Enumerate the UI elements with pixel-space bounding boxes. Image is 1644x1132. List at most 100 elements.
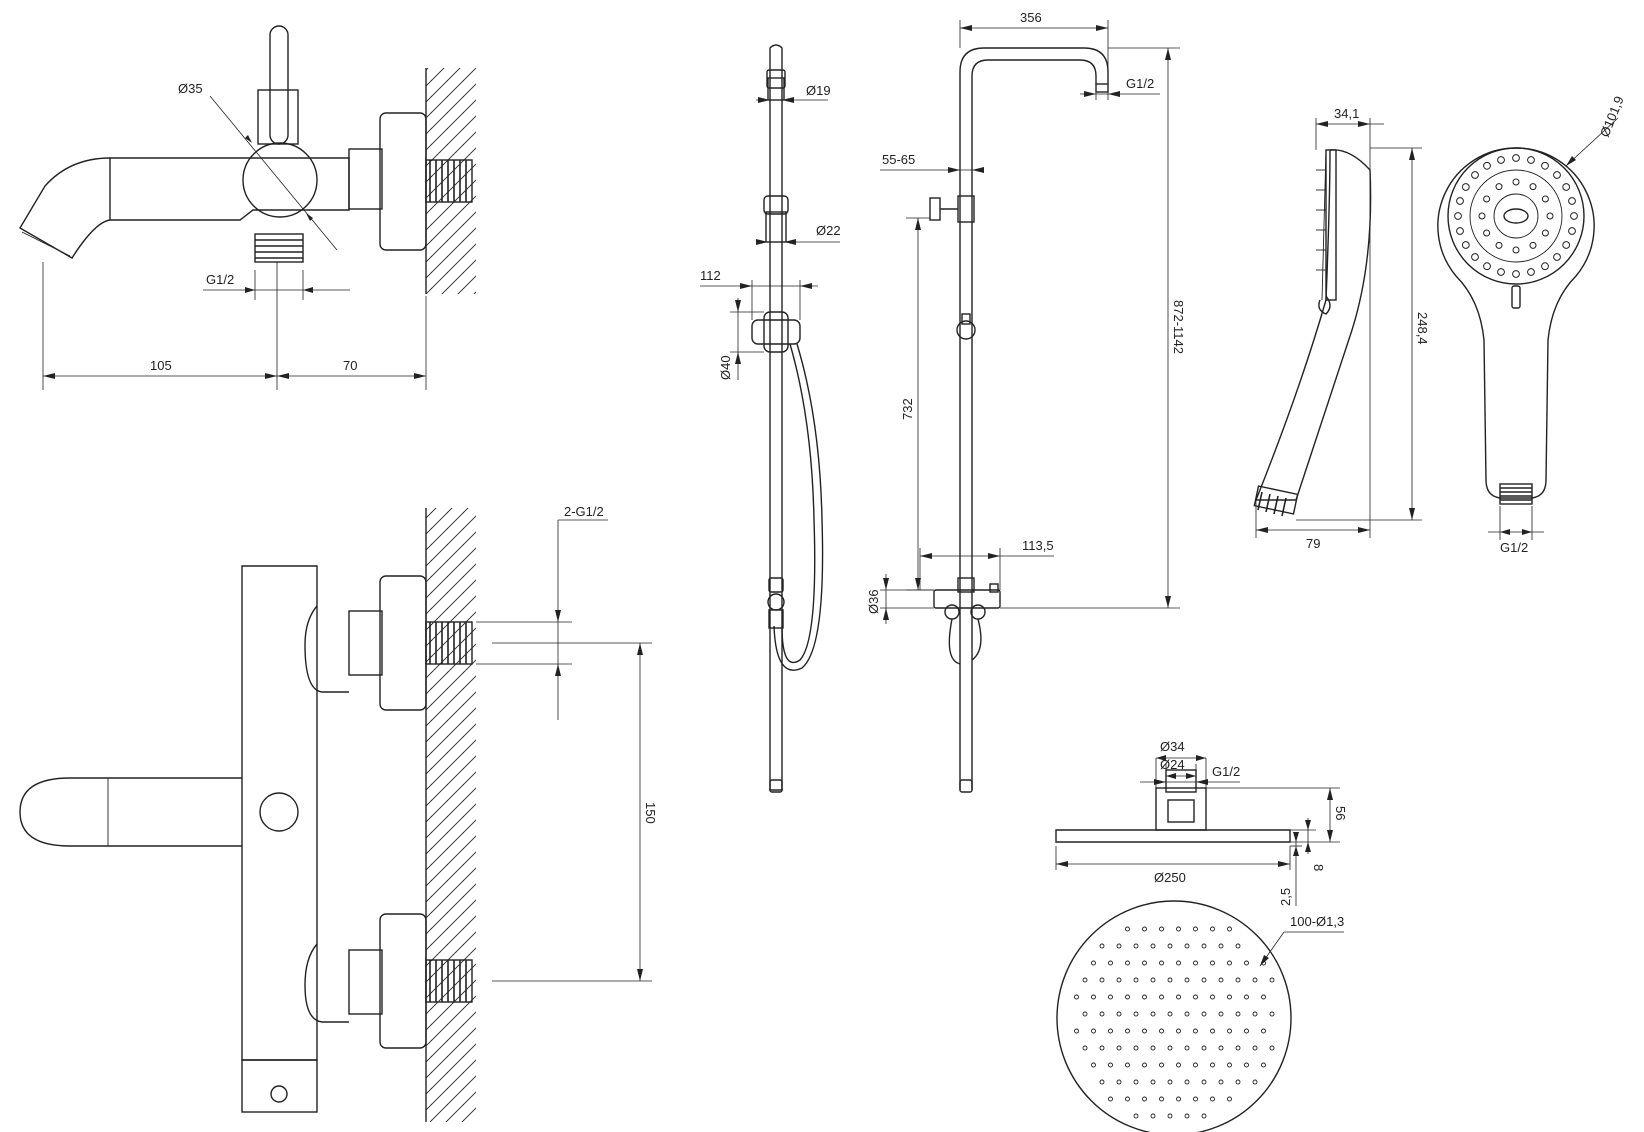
nozzle (1252, 977, 1258, 983)
nozzle (1252, 1045, 1258, 1051)
nozzle (1568, 197, 1576, 205)
nozzle (1512, 154, 1520, 162)
nozzle (1252, 1079, 1258, 1085)
nozzle (1133, 1045, 1139, 1051)
nozzle (1159, 994, 1164, 1000)
nozzle (1108, 1062, 1113, 1068)
nozzle (1461, 241, 1470, 249)
shower-rail: Ø19 Ø22 112 Ø40 (700, 44, 841, 793)
nozzle (1193, 1096, 1198, 1102)
nozzle (1167, 1011, 1173, 1017)
nozzle (1244, 960, 1249, 966)
dim-width: 79 (1306, 536, 1320, 551)
nozzle (1512, 246, 1520, 254)
overhead-nozzles (1074, 926, 1275, 1119)
nozzle (1142, 1028, 1147, 1034)
dim-rim: 2,5 (1278, 888, 1293, 906)
nozzle (1150, 943, 1156, 949)
overhead-shower: Ø34 Ø24 G1/2 56 8 2,5 (1055, 739, 1348, 1132)
nozzle (1099, 943, 1105, 949)
nozzle (1176, 960, 1181, 966)
nozzle (1167, 943, 1173, 949)
nozzle (1227, 1028, 1232, 1034)
dim-length: 248,4 (1415, 312, 1430, 345)
nozzle (1483, 229, 1491, 237)
nozzle (1227, 1062, 1232, 1068)
nozzle (1167, 1079, 1173, 1085)
nozzle (1116, 943, 1122, 949)
nozzle (1529, 241, 1537, 249)
nozzle (1512, 270, 1520, 278)
nozzle (1116, 977, 1122, 983)
nozzle (1159, 1096, 1164, 1102)
nozzle (1227, 926, 1232, 932)
hand-shower-nozzles (1454, 154, 1578, 278)
nozzle (1159, 1028, 1164, 1034)
nozzle (1193, 1028, 1198, 1034)
dim-head-diameter: Ø101,9 (1597, 94, 1627, 139)
dim-inlets: 2-G1/2 (564, 504, 604, 519)
nozzle (1193, 926, 1198, 932)
nozzle (1201, 943, 1207, 949)
nozzle (1074, 1028, 1079, 1034)
nozzle (1527, 156, 1535, 164)
nozzle (1150, 1113, 1156, 1119)
nozzle (1099, 977, 1105, 983)
nozzle (1176, 994, 1181, 1000)
dim-overhead-height: 56 (1333, 806, 1348, 820)
dim-holder-diameter: Ø40 (718, 355, 733, 380)
dim-connector-inner: Ø24 (1160, 757, 1185, 772)
nozzle (1125, 1062, 1130, 1068)
nozzle (1125, 1028, 1130, 1034)
nozzle (1562, 183, 1571, 191)
nozzle (1269, 1045, 1275, 1051)
nozzle (1456, 227, 1464, 235)
nozzle (1201, 977, 1207, 983)
dim-mixer-width: 113,5 (1022, 538, 1054, 553)
dim-bracket-offset: 55-65 (882, 152, 915, 167)
nozzle (1483, 161, 1491, 170)
nozzle (1099, 1011, 1105, 1017)
nozzle (1201, 1045, 1207, 1051)
nozzle (1099, 1079, 1105, 1085)
nozzle (1176, 1028, 1181, 1034)
nozzle (1150, 1011, 1156, 1017)
nozzle (1150, 1045, 1156, 1051)
dim-head-thread: G1/2 (1126, 76, 1154, 91)
nozzle (1218, 1011, 1224, 1017)
nozzle (1227, 994, 1232, 1000)
dim-outlet-thread: G1/2 (206, 272, 234, 287)
nozzle (1546, 212, 1554, 220)
nozzle (1159, 1062, 1164, 1068)
nozzle (1201, 1011, 1207, 1017)
nozzle (1471, 171, 1479, 179)
nozzle (1150, 977, 1156, 983)
nozzle (1108, 960, 1113, 966)
nozzle (1133, 1011, 1139, 1017)
nozzle (1082, 1045, 1088, 1051)
nozzle (1091, 1062, 1096, 1068)
nozzle (1074, 994, 1079, 1000)
nozzle (1244, 1062, 1249, 1068)
nozzle (1570, 212, 1578, 220)
nozzle (1099, 1045, 1105, 1051)
nozzle (1193, 960, 1198, 966)
nozzle (1456, 197, 1464, 205)
dim-height-range: 872-1142 (1171, 300, 1186, 354)
dim-spout-length: 105 (150, 358, 172, 373)
nozzle (1091, 994, 1096, 1000)
nozzle (1184, 1011, 1190, 1017)
nozzle (1235, 977, 1241, 983)
nozzle (1244, 1028, 1249, 1034)
shower-column: 356 G1/2 872-1142 55-65 732 113,5 (866, 10, 1186, 793)
nozzle (1125, 994, 1130, 1000)
wall-hatching-front (426, 508, 476, 1122)
nozzle (1495, 241, 1503, 249)
nozzle (1201, 1113, 1207, 1119)
nozzle (1218, 943, 1224, 949)
dim-rail-top-diameter: Ø19 (806, 83, 831, 98)
nozzle (1116, 1011, 1122, 1017)
nozzle (1454, 212, 1462, 220)
nozzle (1541, 229, 1549, 237)
